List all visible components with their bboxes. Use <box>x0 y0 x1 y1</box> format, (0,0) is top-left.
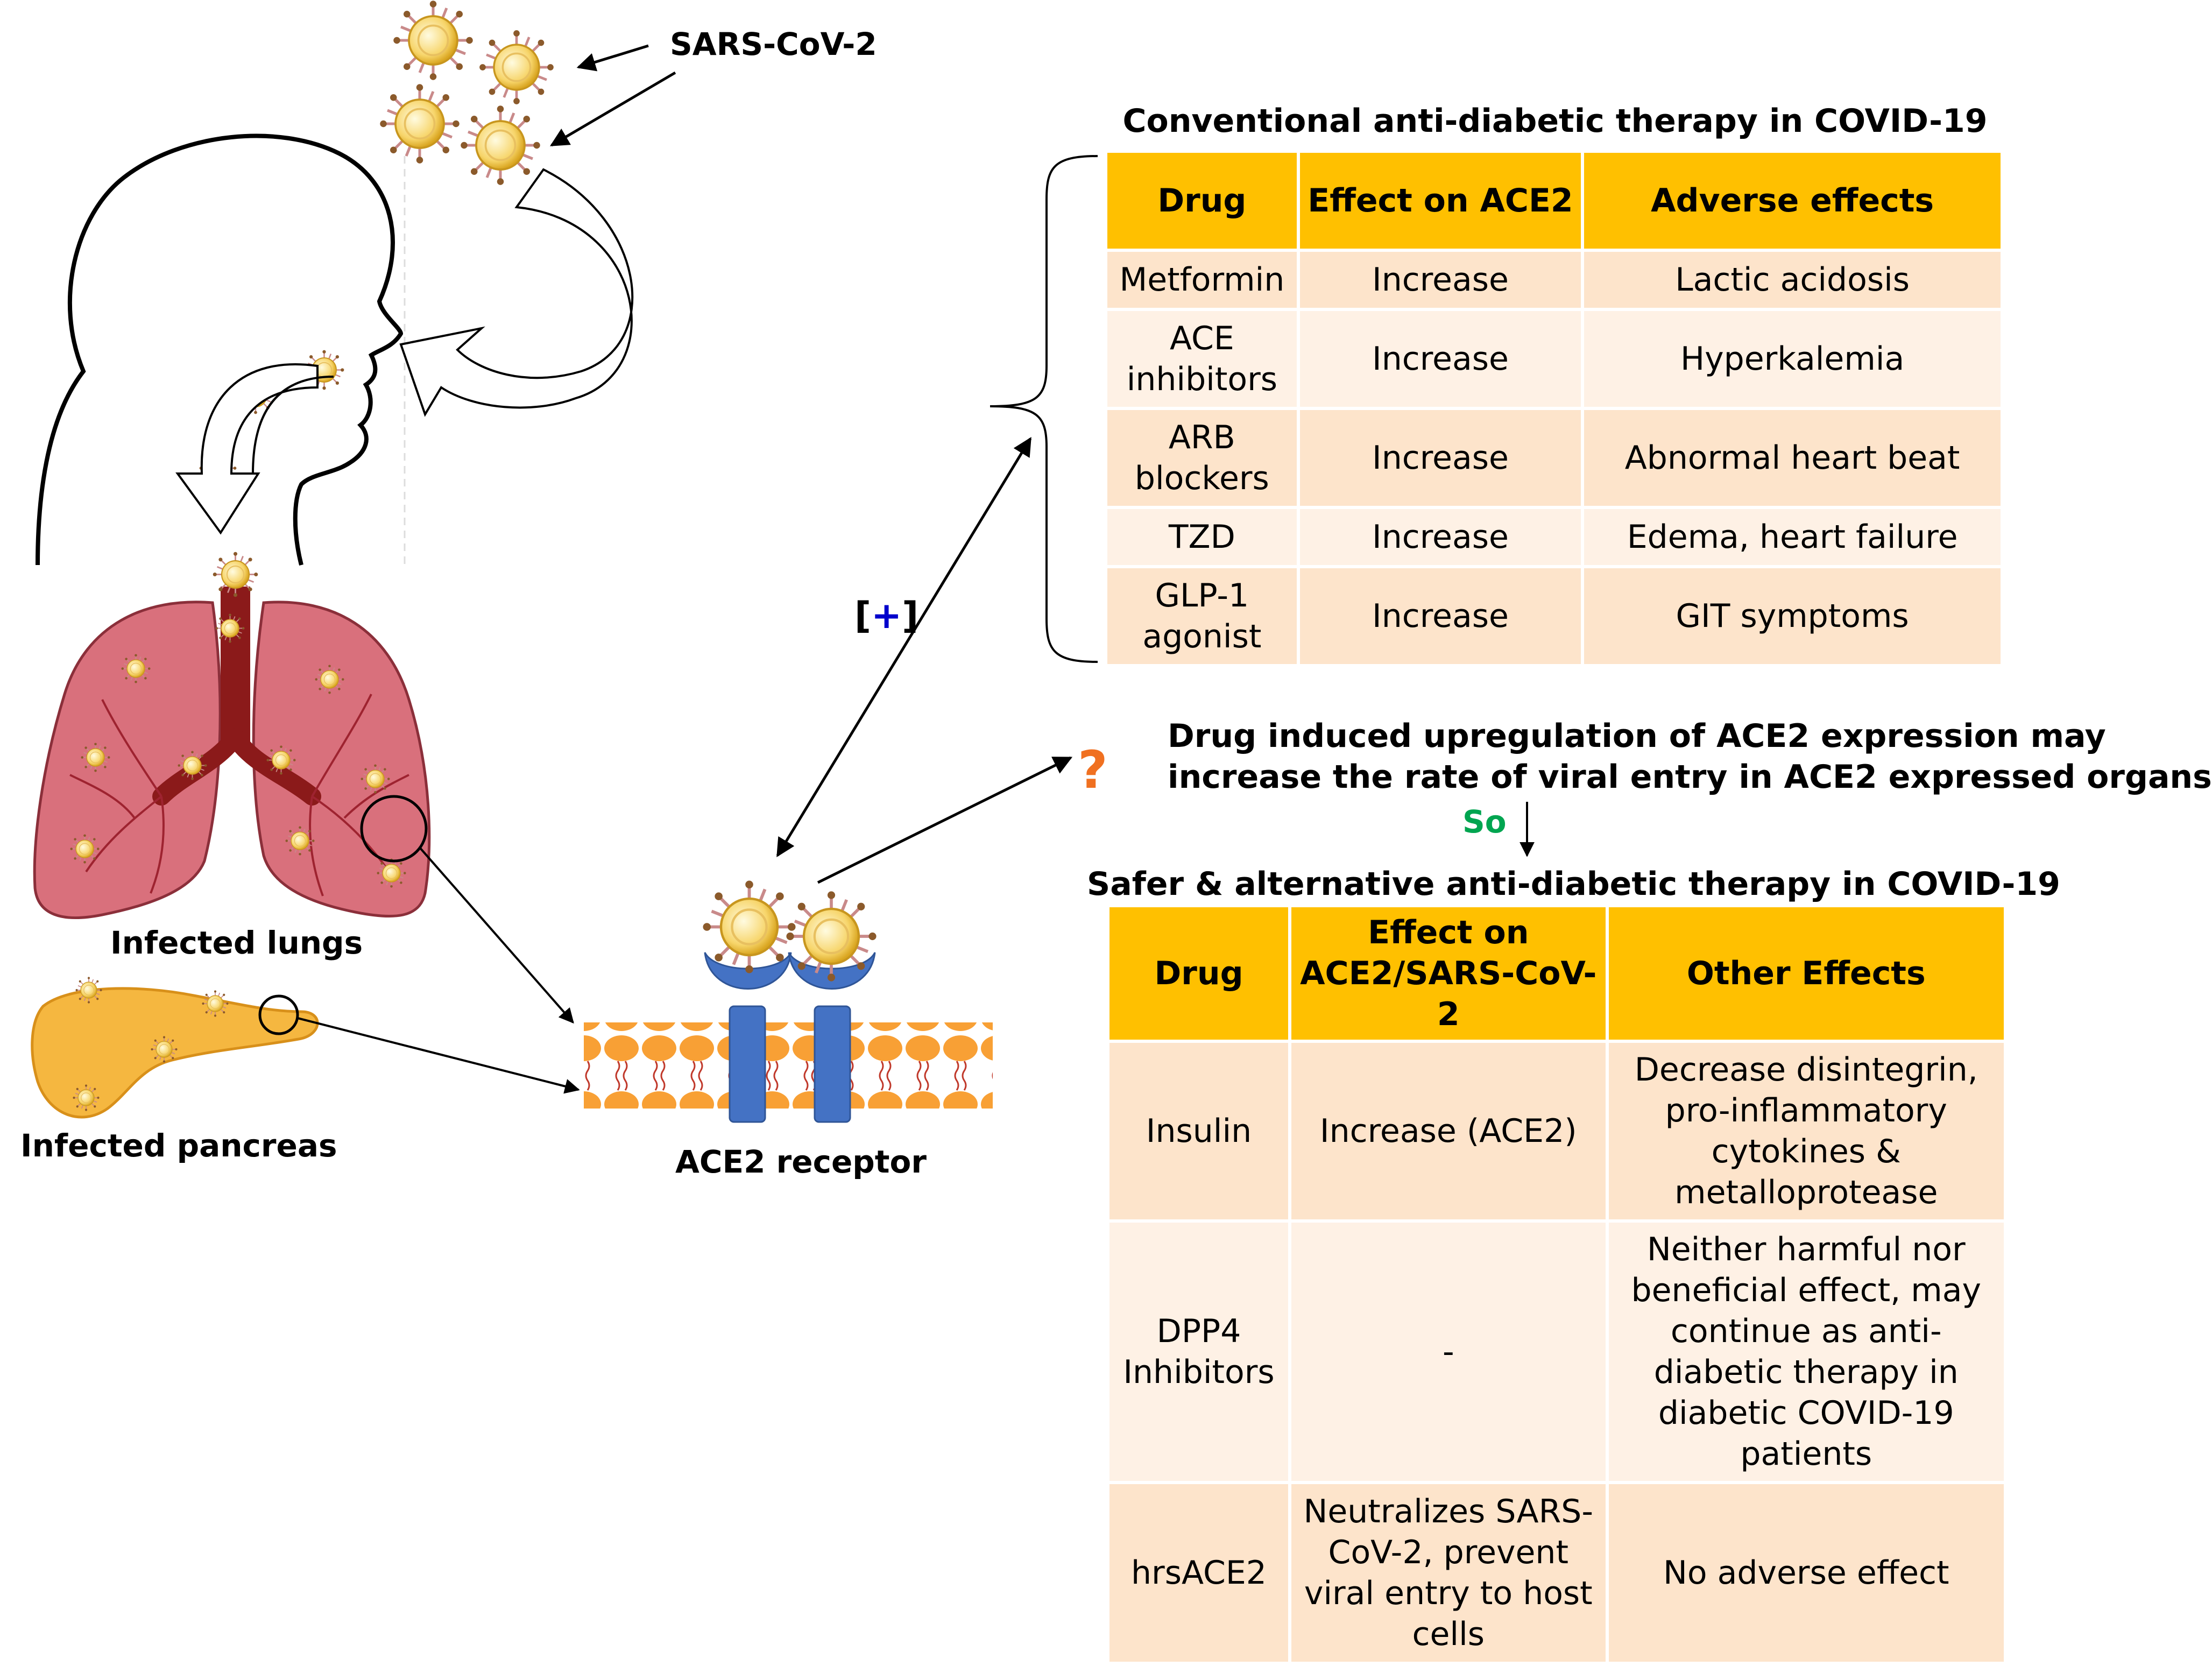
virus-icon <box>479 30 554 104</box>
diagram-canvas <box>31 0 1535 1123</box>
question-mark: ? <box>1078 740 1108 800</box>
lungs-to-receptor-arrow <box>419 846 574 1024</box>
virus-label-arrow-2 <box>549 71 676 147</box>
virus-icon <box>786 891 876 981</box>
plus-marker: [+] <box>854 595 918 637</box>
pancreas-icon <box>31 977 319 1119</box>
virus-icon <box>315 665 344 694</box>
cell-adverse: Lactic acidosis <box>1584 252 2001 308</box>
table-row: Insulin Increase (ACE2) Decrease disinte… <box>1109 1043 2004 1219</box>
ace2-receptor-icon <box>584 880 993 1123</box>
lungs-label: Infected lungs <box>110 924 363 961</box>
header-adverse: Adverse effects <box>1584 153 2001 249</box>
pancreas-label: Infected pancreas <box>20 1127 337 1164</box>
virus-icon <box>73 1084 100 1111</box>
table-brace <box>990 155 1098 663</box>
table-row: hrsACE2 Neutralizes SARS-CoV-2, prevent … <box>1109 1484 2004 1662</box>
so-label: So <box>1462 803 1507 840</box>
virus-icon <box>377 858 406 888</box>
pancreas-zoom-circle <box>258 994 299 1035</box>
receptor-label: ACE2 receptor <box>675 1143 927 1180</box>
table-row: GLP-1 agonist Increase GIT symptoms <box>1107 568 2001 664</box>
header-other: Other Effects <box>1608 907 2004 1040</box>
cell-other: No adverse effect <box>1608 1484 2004 1662</box>
statement: Drug induced upregulation of ACE2 expres… <box>1168 716 2212 797</box>
throat-arrow-icon <box>175 363 319 535</box>
header-drug: Drug <box>1107 153 1297 249</box>
cell-effect: Neutralizes SARS-CoV-2, prevent viral en… <box>1291 1484 1606 1662</box>
cell-adverse: GIT symptoms <box>1584 568 2001 664</box>
conventional-title: Conventional anti-diabetic therapy in CO… <box>1122 102 1988 140</box>
cell-adverse: Abnormal heart beat <box>1584 410 2001 506</box>
conventional-header-row: Drug Effect on ACE2 Adverse effects <box>1107 153 2001 249</box>
table-row: ACE inhibitors Increase Hyperkalemia <box>1107 311 2001 407</box>
virus-icon <box>70 834 100 864</box>
cell-drug: Metformin <box>1107 252 1297 308</box>
conventional-table: Drug Effect on ACE2 Adverse effects Metf… <box>1104 150 2004 667</box>
cell-effect: Increase <box>1299 311 1581 407</box>
virus-icon <box>461 105 540 185</box>
virus-icon <box>178 751 207 780</box>
throat-arrow-inner-line <box>252 376 334 474</box>
cell-drug: hrsACE2 <box>1109 1484 1288 1662</box>
virus-icon <box>380 84 460 164</box>
lung-zoom-circle <box>360 795 428 863</box>
virus-icon <box>202 990 229 1017</box>
head-silhouette-icon <box>36 133 404 566</box>
statement-line-1: Drug induced upregulation of ACE2 expres… <box>1168 717 2106 755</box>
virus-icon <box>393 1 473 80</box>
virus-icon <box>285 826 315 856</box>
cell-adverse: Hyperkalemia <box>1584 311 2001 407</box>
cell-drug: GLP-1 agonist <box>1107 568 1297 664</box>
safer-title: Safer & alternative anti-diabetic therap… <box>1087 865 2060 903</box>
virus-icon <box>121 654 151 683</box>
virus-icon <box>361 764 390 794</box>
virus-icon <box>75 977 102 1004</box>
inhalation-arrow-icon <box>399 168 634 417</box>
cell-effect: Increase (ACE2) <box>1291 1043 1606 1219</box>
receptor-to-question-arrow <box>817 756 1073 884</box>
cell-drug: Insulin <box>1109 1043 1288 1219</box>
virus-icon <box>703 880 795 973</box>
virus-label: SARS-CoV-2 <box>670 26 877 62</box>
table-row: TZD Increase Edema, heart failure <box>1107 509 2001 565</box>
cell-effect: - <box>1291 1223 1606 1481</box>
header-effect: Effect on ACE2 <box>1299 153 1581 249</box>
plus-open: [ <box>854 595 872 637</box>
virus-icon <box>266 745 296 775</box>
virus-cluster-top <box>380 1 554 185</box>
pancreas-to-receptor-arrow <box>297 1017 580 1094</box>
lungs-icon <box>33 552 431 919</box>
cell-effect: Increase <box>1299 410 1581 506</box>
cell-adverse: Edema, heart failure <box>1584 509 2001 565</box>
cell-effect: Increase <box>1299 509 1581 565</box>
cell-other: Decrease disintegrin, pro-inflammatory c… <box>1608 1043 2004 1219</box>
cell-drug: DPP4 Inhibitors <box>1109 1223 1288 1481</box>
plus-sign: + <box>871 595 902 637</box>
virus-icon <box>213 552 258 597</box>
table-row: Metformin Increase Lactic acidosis <box>1107 252 2001 308</box>
safer-table: Drug Effect on ACE2/SARS-CoV-2 Other Eff… <box>1106 904 2007 1665</box>
virus-icon <box>151 1036 178 1063</box>
virus-label-arrow-1 <box>576 44 649 72</box>
cell-drug: ACE inhibitors <box>1107 311 1297 407</box>
virus-icon <box>81 743 110 772</box>
header-drug: Drug <box>1109 907 1288 1040</box>
statement-line-2: increase the rate of viral entry in ACE2… <box>1168 758 2212 796</box>
cell-effect: Increase <box>1299 568 1581 664</box>
cell-drug: ARB blockers <box>1107 410 1297 506</box>
table-row: DPP4 Inhibitors - Neither harmful nor be… <box>1109 1223 2004 1481</box>
cell-drug: TZD <box>1107 509 1297 565</box>
safer-header-row: Drug Effect on ACE2/SARS-CoV-2 Other Eff… <box>1109 907 2004 1040</box>
header-effect: Effect on ACE2/SARS-CoV-2 <box>1291 907 1606 1040</box>
cell-other: Neither harmful nor beneficial effect, m… <box>1608 1223 2004 1481</box>
virus-icon <box>215 613 245 643</box>
upregulation-arrow <box>776 437 1032 857</box>
plus-close: ] <box>902 595 919 637</box>
cell-effect: Increase <box>1299 252 1581 308</box>
table-row: ARB blockers Increase Abnormal heart bea… <box>1107 410 2001 506</box>
